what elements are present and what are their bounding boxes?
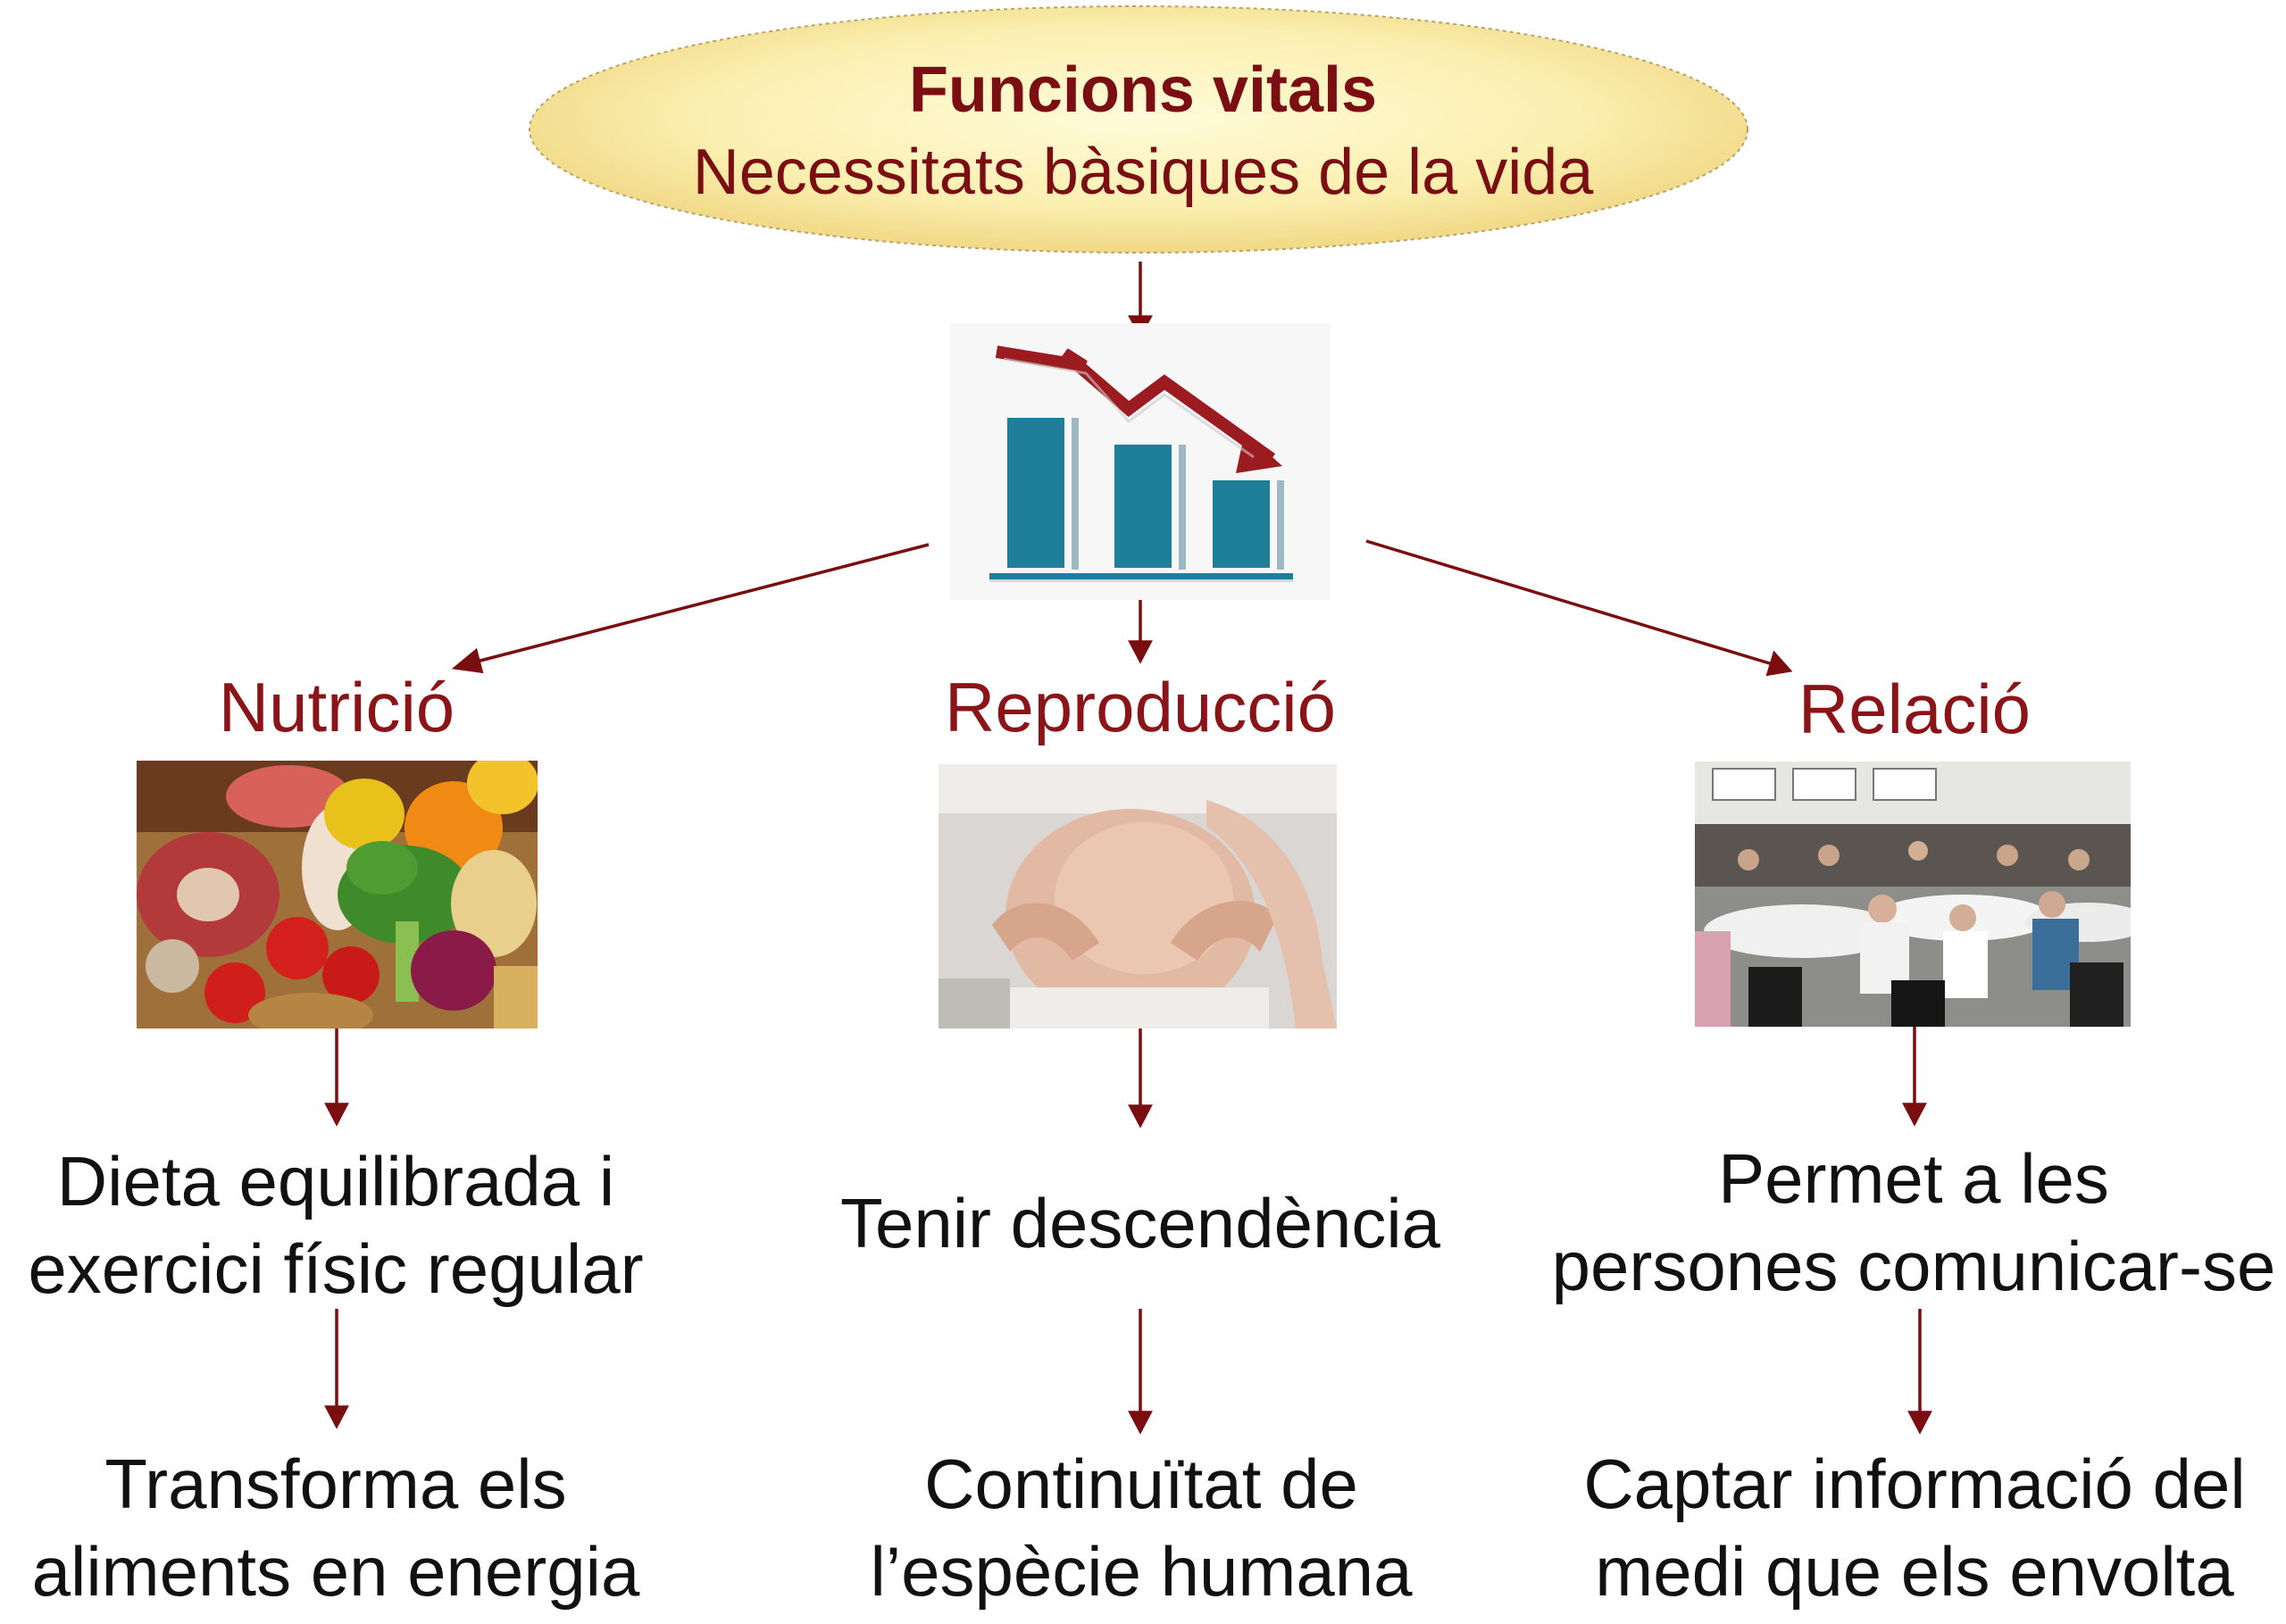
reproduccio-text-1: Tenir descendència — [756, 1179, 1524, 1267]
food-photo — [137, 761, 538, 1029]
arrow-chart-to-relacio — [1365, 539, 1773, 666]
title-ellipse — [529, 5, 1748, 254]
text-line: exercici físic regular — [28, 1229, 644, 1308]
text-line: Transforma els — [104, 1445, 567, 1523]
text-line: medi que els envolta — [1595, 1532, 2234, 1611]
text-line: Tenir descendència — [839, 1184, 1441, 1262]
heading-reproduccio: Reproducció — [945, 668, 1336, 746]
text-line: Dieta equilibrada i — [56, 1142, 615, 1220]
reproduccio-text-2: Continuïtat de l’espècie humana — [757, 1440, 1525, 1615]
relacio-text-2: Captar informació del medi que els envol… — [1531, 1440, 2286, 1615]
nutricio-text-2: Transforma els aliments en energia — [0, 1440, 720, 1615]
diagram-subtitle: Necessitats bàsiques de la vida — [692, 137, 1594, 208]
text-line: persones comunicar-se — [1551, 1227, 2276, 1305]
text-line: Captar informació del — [1583, 1445, 2246, 1523]
declining-bar-chart-icon — [950, 323, 1331, 600]
text-line: aliments en energia — [31, 1532, 640, 1611]
nutricio-text-1: Dieta equilibrada i exercici físic regul… — [0, 1137, 720, 1312]
arrow-chart-to-nutricio — [472, 543, 930, 664]
relacio-text-1: Permet a les persones comunicar-se — [1530, 1135, 2286, 1310]
heading-relacio: Relació — [1798, 670, 2032, 748]
people-gathering-photo — [1695, 762, 2131, 1027]
pregnancy-photo — [939, 764, 1337, 1029]
heading-nutricio: Nutrició — [218, 668, 455, 746]
text-line: l’espècie humana — [870, 1532, 1413, 1611]
diagram-title: Funcions vitals — [908, 54, 1378, 126]
text-line: Continuïtat de — [924, 1445, 1358, 1523]
text-line: Permet a les — [1718, 1139, 2109, 1218]
